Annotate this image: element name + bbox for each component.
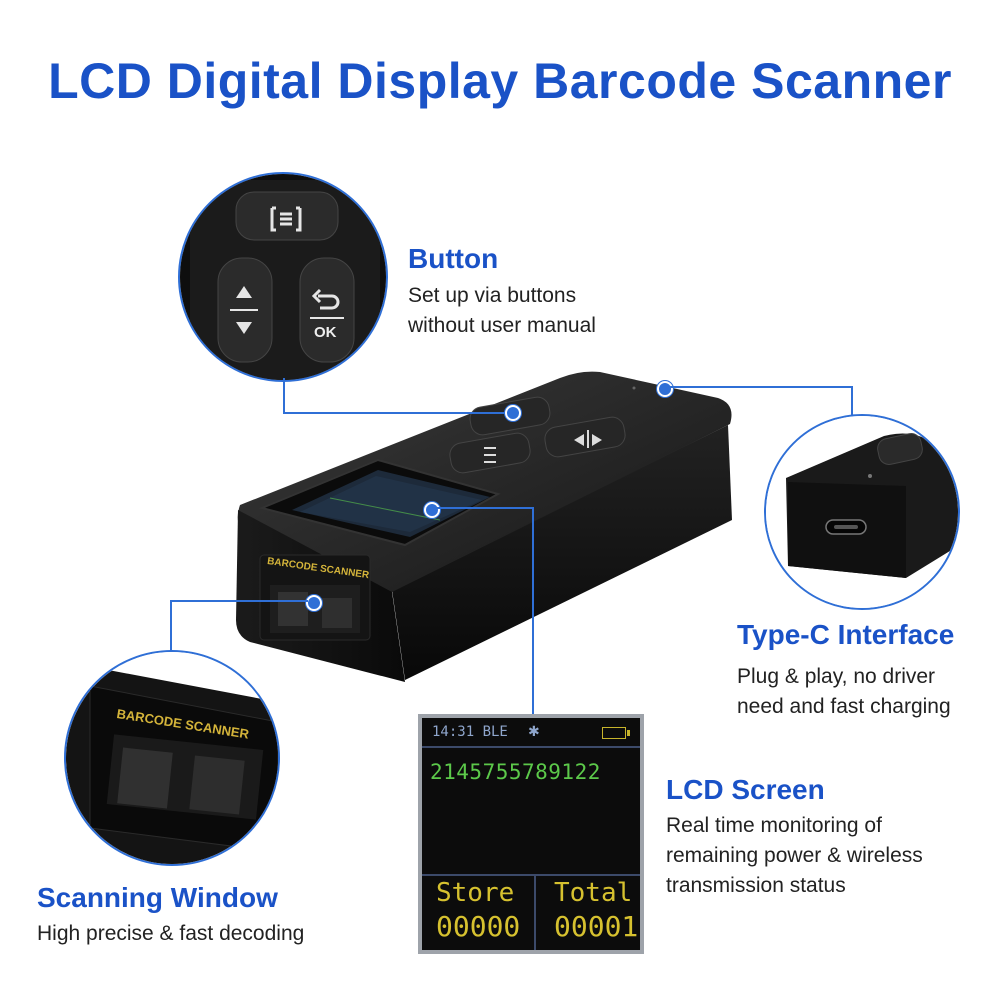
button-leader-v	[283, 378, 285, 414]
scan-feature-desc: High precise & fast decoding	[37, 922, 305, 945]
typec-callout-image	[766, 416, 958, 608]
scan-leader-h	[170, 600, 308, 602]
typec-feature-desc: Plug & play, no driver need and fast cha…	[737, 665, 951, 718]
scan-feature-title: Scanning Window	[37, 882, 278, 913]
button-callout: OK	[178, 172, 388, 382]
page-title: LCD Digital Display Barcode Scanner	[48, 53, 952, 109]
button-feature-title: Button	[408, 243, 499, 274]
lcd-leader-v	[532, 507, 534, 715]
lcd-store-label: Store	[436, 878, 515, 908]
lcd-leader-dot	[424, 502, 440, 518]
lcd-total-label: Total	[554, 878, 633, 908]
button-leader-h	[283, 412, 511, 414]
typec-leader-v	[851, 386, 853, 416]
lcd-counters: Store 00000 Total 00001	[422, 874, 640, 950]
button-feature-desc: Set up via buttons without user manual	[408, 284, 596, 337]
lcd-status-bar: 14:31 BLE ✱	[422, 718, 640, 748]
typec-leader-h	[667, 386, 853, 388]
lcd-leader-h	[434, 507, 534, 509]
bluetooth-icon: ✱	[528, 723, 540, 739]
lcd-barcode-value: 2145755789122	[430, 760, 601, 784]
scan-leader-v	[170, 600, 172, 652]
battery-icon	[602, 727, 630, 739]
lcd-status-text: 14:31 BLE	[432, 724, 508, 740]
button-callout-image	[180, 174, 386, 380]
lcd-screen-inset: 14:31 BLE ✱ 2145755789122 Store 00000 To…	[418, 714, 644, 954]
typec-feature-title: Type-C Interface	[737, 619, 955, 650]
lcd-feature-title: LCD Screen	[666, 774, 825, 805]
typec-leader-dot	[657, 381, 673, 397]
scan-callout: BARCODE SCANNER	[64, 650, 280, 866]
scan-callout-image	[66, 652, 278, 864]
scan-leader-dot	[306, 595, 322, 611]
typec-callout	[764, 414, 960, 610]
button-leader-dot	[505, 405, 521, 421]
lcd-total-value: 00001	[554, 910, 639, 943]
lcd-store-value: 00000	[436, 910, 521, 943]
lcd-feature-desc: Real time monitoring of remaining power …	[666, 814, 923, 897]
lcd-divider	[534, 876, 536, 950]
ok-label: OK	[314, 324, 337, 341]
